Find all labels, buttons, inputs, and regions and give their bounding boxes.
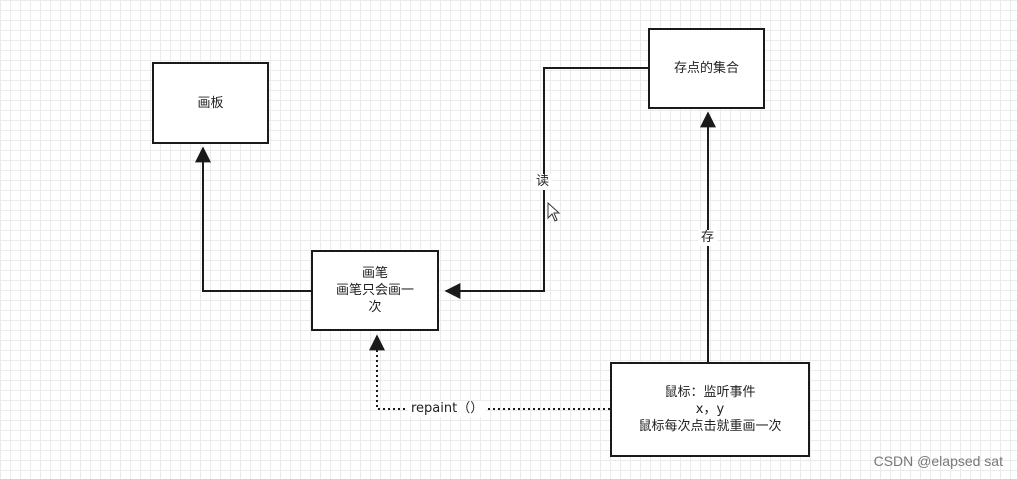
edge-brush-to-board [195, 146, 311, 292]
mouse-node: 鼠标：监听事件 x，y 鼠标每次点击就重画一次 [610, 362, 810, 457]
canvas-board-node: 画板 [152, 62, 269, 144]
brush-label: 画笔 画笔只会画一 次 [335, 266, 414, 315]
point-set-label: 存点的集合 [673, 61, 739, 76]
mouse-cursor-icon [547, 201, 561, 222]
point-set-node: 存点的集合 [648, 28, 765, 109]
brush-node: 画笔 画笔只会画一 次 [311, 250, 439, 331]
canvas-board-label: 画板 [197, 95, 224, 111]
edge-label-store: 存 [698, 230, 718, 246]
watermark: CSDN @elapsed sat [873, 453, 1003, 469]
edge-label-read: 读 [533, 174, 553, 190]
edge-label-repaint: repaint（） [408, 401, 487, 417]
mouse-label: 鼠标：监听事件 x，y 鼠标每次点击就重画一次 [638, 385, 782, 434]
edge-mouse-to-brush-repaint [369, 334, 610, 410]
